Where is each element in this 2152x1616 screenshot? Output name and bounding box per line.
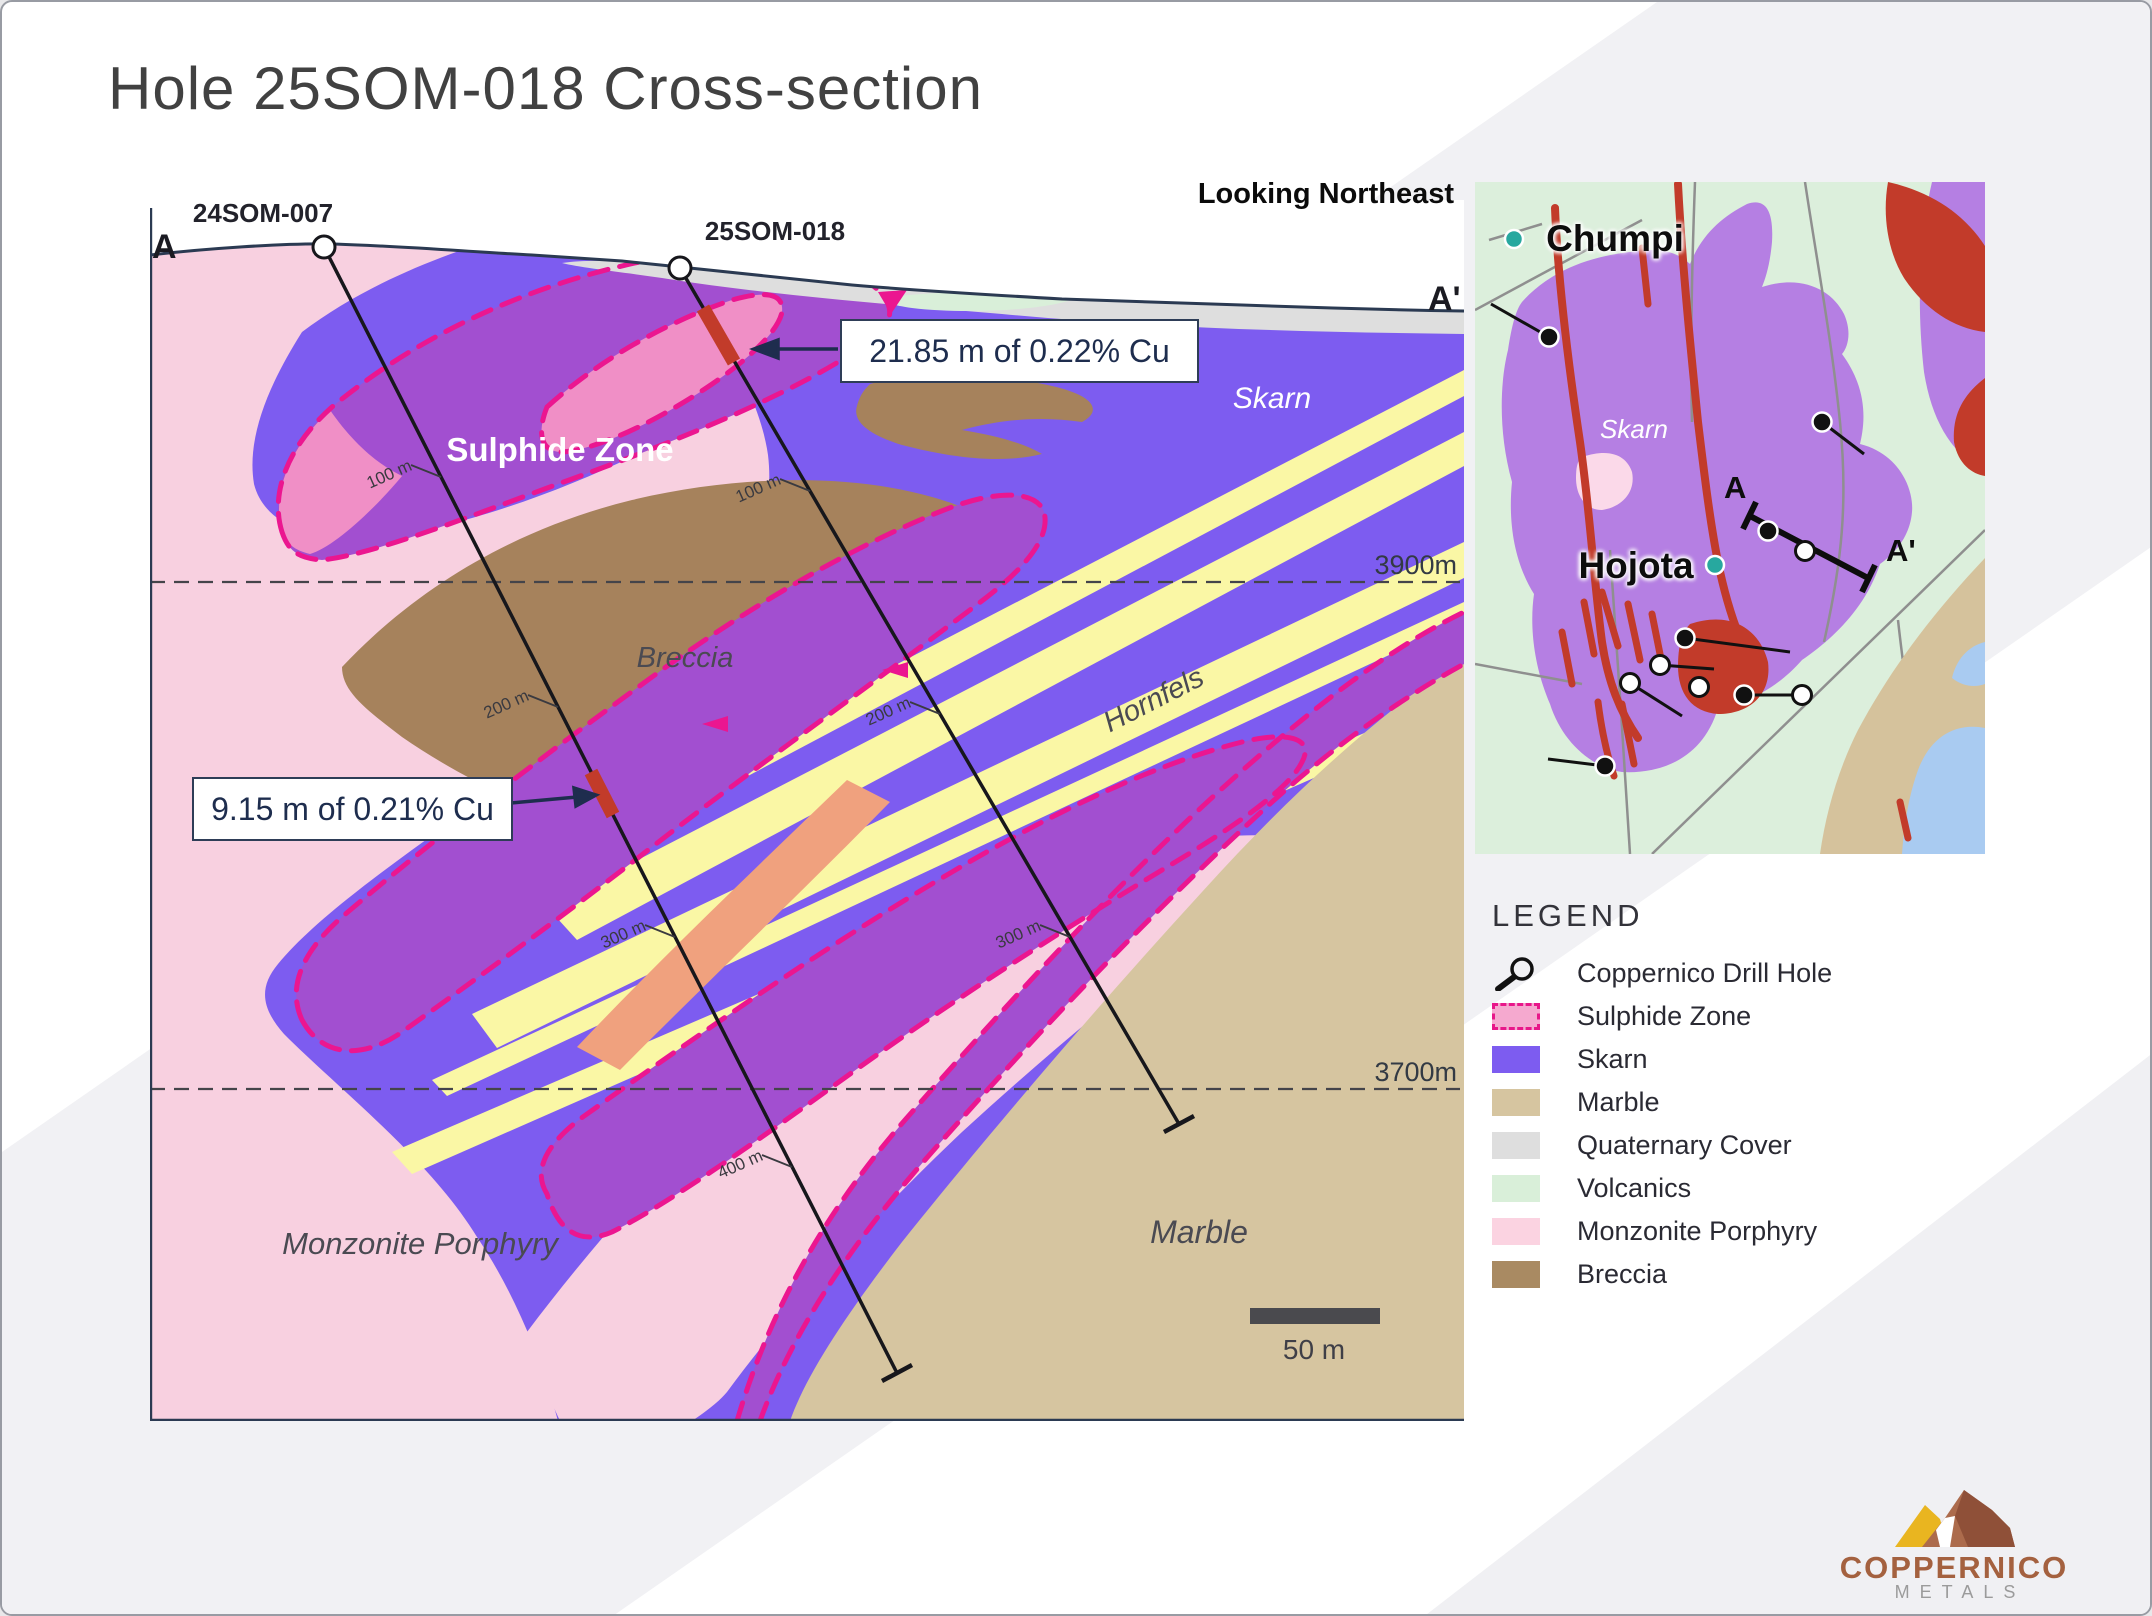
legend-label: Skarn: [1577, 1044, 1648, 1074]
marble-swatch: [1492, 1089, 1540, 1116]
marble-label: Marble: [1150, 1214, 1248, 1250]
intercept-text: 21.85 m of 0.22% Cu: [869, 332, 1170, 369]
legend-item-marble: Marble: [1492, 1087, 1962, 1117]
monzonite-swatch: [1492, 1218, 1540, 1245]
breccia-swatch: [1492, 1261, 1540, 1288]
town-label-hojota: Hojota: [1578, 545, 1694, 586]
legend-label: Marble: [1577, 1087, 1660, 1117]
legend-item-quaternary: Quaternary Cover: [1492, 1130, 1962, 1160]
sulphide-outlines: [275, 246, 1464, 1421]
coppernico-logo-icon: [1895, 1490, 2015, 1547]
legend-label: Volcanics: [1577, 1173, 1692, 1203]
intercept-intervals: [584, 304, 741, 819]
logo-company: COPPERNICO: [1839, 1550, 2069, 1585]
view-direction-label: Looking Northeast: [1197, 178, 1454, 210]
town-label-chumpi: Chumpi: [1546, 218, 1684, 259]
skarn-label: Skarn: [1232, 382, 1312, 415]
legend-label: Quaternary Cover: [1577, 1130, 1792, 1160]
section-end-label: A': [1428, 280, 1461, 318]
breccia-label: Breccia: [636, 642, 734, 674]
elevation-label: 3700m: [1374, 1057, 1457, 1087]
legend-label: Sulphide Zone: [1577, 1001, 1752, 1031]
section-start-label: A: [152, 228, 177, 266]
drill-collars: [311, 234, 693, 281]
skarn-swatch: [1492, 1046, 1540, 1073]
legend-item-monzonite: Monzonite Porphyry: [1492, 1216, 1962, 1246]
inset-map: [1475, 182, 1985, 854]
scale-bar-label: 50 m: [1282, 1334, 1346, 1365]
inset-skarn-label: Skarn: [1600, 414, 1668, 444]
quaternary-swatch: [1492, 1132, 1540, 1159]
legend-item-volcanics: Volcanics: [1492, 1173, 1962, 1203]
inset-section-start: A: [1724, 470, 1747, 505]
drill-hole-label: 24SOM-007: [192, 198, 334, 228]
legend-title: LEGEND: [1492, 898, 1644, 933]
scale-bar: [1250, 1308, 1380, 1324]
drill-hole-label: 25SOM-018: [704, 216, 846, 246]
intercept-callout: 21.85 m of 0.22% Cu: [840, 319, 1199, 383]
legend-item-sulphide: Sulphide Zone: [1492, 1001, 1962, 1031]
sulphide-central: [296, 495, 1046, 1051]
legend-item-skarn: Skarn: [1492, 1044, 1962, 1074]
sulphide-zone-label: Sulphide Zone: [446, 431, 674, 468]
elevation-lines: [150, 580, 1460, 1091]
town-dots: [1503, 228, 1726, 576]
intercept-text: 9.15 m of 0.21% Cu: [211, 790, 494, 827]
marble-fill: [790, 657, 1464, 1421]
topography-line: [150, 242, 1464, 313]
legend-label: Monzonite Porphyry: [1577, 1216, 1818, 1246]
volcanics-swatch: [1492, 1175, 1540, 1202]
legend: LEGEND Coppernico Drill Hole Sulphide Zo…: [1492, 898, 1962, 1304]
logo-division: METALS: [1894, 1582, 2026, 1602]
inset-section-end: A': [1886, 533, 1916, 568]
page-title: Hole 25SOM-018 Cross-section: [108, 55, 984, 122]
cross-section-geology: [150, 200, 1464, 1421]
inset-intrusions: [1551, 182, 1912, 842]
intercept-callout: 9.15 m of 0.21% Cu: [192, 777, 513, 841]
legend-item-drill-hole: Coppernico Drill Hole: [1492, 956, 1962, 991]
sulphide-swatch: [1492, 1003, 1540, 1030]
monzonite-label: Monzonite Porphyry: [282, 1226, 558, 1261]
elevation-label: 3900m: [1374, 550, 1457, 580]
drill-hole-icon: [1495, 956, 1534, 991]
legend-item-breccia: Breccia: [1492, 1259, 1962, 1289]
legend-label: Coppernico Drill Hole: [1577, 958, 1833, 988]
legend-label: Breccia: [1577, 1259, 1668, 1289]
inset-drill-dots: [1538, 326, 1833, 777]
